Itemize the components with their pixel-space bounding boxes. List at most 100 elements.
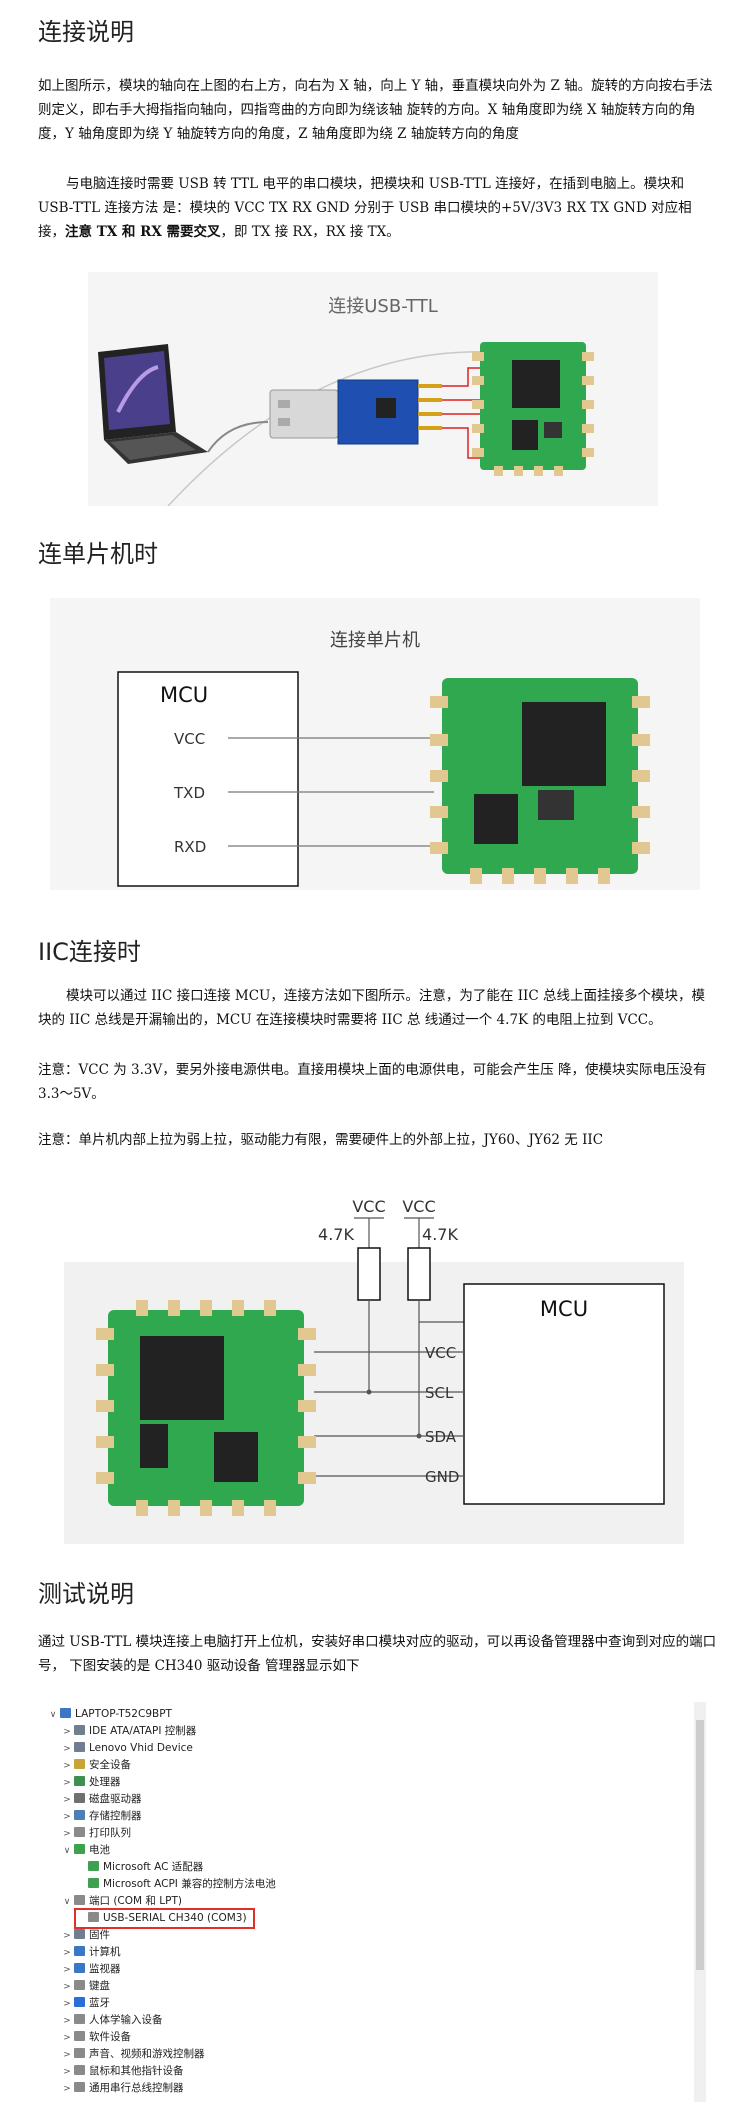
device-row-label: 声音、视频和游戏控制器 (89, 2048, 205, 2060)
device-category-icon (74, 1980, 85, 1990)
device-row[interactable]: > 软件设备 (62, 2029, 131, 2046)
device-row-label: Lenovo Vhid Device (89, 1742, 193, 1754)
device-row-label: 处理器 (89, 1776, 121, 1788)
expand-chevron-icon[interactable]: ∨ (63, 1846, 71, 1856)
device-row-label: IDE ATA/ATAPI 控制器 (89, 1725, 197, 1737)
device-row[interactable]: > 蓝牙 (62, 1995, 110, 2012)
sensor-module-image (472, 342, 594, 476)
device-category-icon (74, 1725, 85, 1735)
scrollbar-thumb[interactable] (696, 1720, 704, 1970)
device-category-icon (74, 1742, 85, 1752)
collapse-chevron-icon[interactable]: > (63, 1829, 71, 1839)
collapse-chevron-icon[interactable]: > (63, 2016, 71, 2026)
device-row-label: 监视器 (89, 1963, 121, 1975)
device-row-label: 软件设备 (89, 2031, 131, 2043)
collapse-chevron-icon[interactable]: > (63, 1744, 71, 1754)
device-row[interactable]: > IDE ATA/ATAPI 控制器 (62, 1723, 196, 1740)
resistor-circuit (354, 1217, 464, 1436)
collapse-chevron-icon[interactable]: > (63, 2084, 71, 2094)
device-row[interactable]: > 固件 (62, 1927, 110, 1944)
resistor-label-2: 4.7K (422, 1225, 458, 1244)
device-row-label: 鼠标和其他指针设备 (89, 2065, 184, 2077)
sensor-module-image (96, 1300, 316, 1516)
collapse-chevron-icon[interactable]: > (63, 1999, 71, 2009)
device-row-label: 存储控制器 (89, 1810, 142, 1822)
expand-chevron-icon[interactable]: ∨ (63, 1897, 71, 1907)
device-row[interactable]: >通用串行总线控制器 (62, 2080, 184, 2097)
device-category-icon (74, 1946, 85, 1956)
collapse-chevron-icon[interactable]: > (63, 1778, 71, 1788)
device-row[interactable]: > 人体学输入设备 (62, 2012, 163, 2029)
section-title-iic: IIC连接时 (38, 938, 141, 966)
mcu-pin-group: VCCTXDRXDGND (173, 730, 434, 856)
device-row[interactable]: >键盘 (62, 1978, 110, 1995)
device-row[interactable]: >安全设备 (62, 1757, 131, 1774)
device-category-icon (74, 1844, 85, 1854)
collapse-chevron-icon[interactable]: > (63, 1931, 71, 1941)
device-category-icon (74, 1793, 85, 1803)
device-category-icon (74, 1963, 85, 1973)
device-row[interactable]: >磁盘驱动器 (62, 1791, 142, 1808)
device-row[interactable]: > Lenovo Vhid Device (62, 1740, 193, 1757)
resistor-1 (357, 1247, 381, 1301)
device-row-label: Microsoft AC 适配器 (103, 1861, 204, 1873)
device-category-icon (74, 1997, 85, 2007)
mcu-pin-label: TXD (173, 784, 205, 802)
collapse-chevron-icon[interactable]: > (63, 2067, 71, 2077)
collapse-chevron-icon[interactable]: > (63, 2050, 71, 2060)
device-row-label: 固件 (89, 1929, 110, 1941)
device-row[interactable]: > 监视器 (62, 1961, 121, 1978)
resistor-2 (407, 1247, 431, 1301)
device-row[interactable]: ∨LAPTOP-T52C9BPT (48, 1706, 172, 1723)
resistor-label-1: 4.7K (318, 1225, 354, 1244)
collapse-chevron-icon[interactable]: > (63, 1761, 71, 1771)
collapse-chevron-icon[interactable]: > (63, 1948, 71, 1958)
collapse-chevron-icon[interactable]: > (63, 1812, 71, 1822)
mcu-box (117, 671, 299, 887)
section-title-mcu: 连单片机时 (38, 540, 158, 568)
device-row[interactable]: Microsoft AC 适配器 (76, 1859, 203, 1876)
connect-paragraph-usb-bold: 注意 TX 和 RX 需要交叉 (65, 224, 221, 240)
device-row[interactable]: > 打印队列 (62, 1825, 131, 1842)
expand-chevron-icon[interactable]: ∨ (49, 1710, 57, 1720)
device-row-label: USB-SERIAL CH340 (COM3) (103, 1912, 247, 1924)
mcu-pin-label: VCC (174, 730, 205, 748)
collapse-chevron-icon[interactable]: > (63, 1795, 71, 1805)
iic-paragraph-intro: 模块可以通过 IIC 接口连接 MCU，连接方法如下图所示。注意，为了能在 II… (38, 988, 705, 1028)
usb-connector-image (269, 379, 442, 445)
device-row-label: 蓝牙 (89, 1997, 110, 2009)
device-row[interactable]: Microsoft ACPI 兼容的控制方法电池 (76, 1876, 276, 1893)
device-manager-scrollbar[interactable] (694, 1702, 706, 2102)
iic-pin-label: GND (425, 1468, 459, 1486)
device-row[interactable]: > 存储控制器 (62, 1808, 142, 1825)
device-row[interactable]: ∨端口 (COM 和 LPT) (62, 1893, 182, 1910)
iic-paragraph-pullup-note: 注意：单片机内部上拉为弱上拉，驱动能力有限，需要硬件上的外部上拉，JY60、JY… (38, 1132, 604, 1148)
device-manager-tree: ∨LAPTOP-T52C9BPT > IDE ATA/ATAPI 控制器 > Lenov… (40, 1702, 706, 2102)
connection-wires (442, 367, 488, 459)
collapse-chevron-icon[interactable]: > (63, 2033, 71, 2043)
device-category-icon (74, 1929, 85, 1939)
device-row[interactable]: > 处理器 (62, 1774, 121, 1791)
device-row[interactable]: > 声音、视频和游戏控制器 (62, 2046, 205, 2063)
device-row[interactable]: >计算机 (62, 1944, 121, 1961)
device-row-label: 打印队列 (89, 1827, 131, 1839)
usb-ttl-figure: 连接USB-TTL (88, 272, 658, 506)
device-row[interactable]: ∨电池 (62, 1842, 110, 1859)
device-category-icon (74, 1827, 85, 1837)
collapse-chevron-icon[interactable]: > (63, 1982, 71, 1992)
device-category-icon (74, 1776, 85, 1786)
vcc-label-1: VCC (352, 1197, 385, 1216)
device-row-label: 人体学输入设备 (89, 2014, 163, 2026)
device-category-icon (88, 1912, 99, 1922)
collapse-chevron-icon[interactable]: > (63, 1727, 71, 1737)
device-category-icon (74, 2014, 85, 2024)
iic-mcu-box (463, 1283, 665, 1505)
collapse-chevron-icon[interactable]: > (63, 1965, 71, 1975)
device-category-icon (74, 2031, 85, 2041)
device-category-icon (74, 1895, 85, 1905)
mcu-pin-label: RXD (174, 838, 206, 856)
device-row[interactable]: > 鼠标和其他指针设备 (62, 2063, 184, 2080)
laptop-image (98, 344, 208, 464)
device-row-ch340[interactable]: USB-SERIAL CH340 (COM3) (74, 1908, 255, 1929)
